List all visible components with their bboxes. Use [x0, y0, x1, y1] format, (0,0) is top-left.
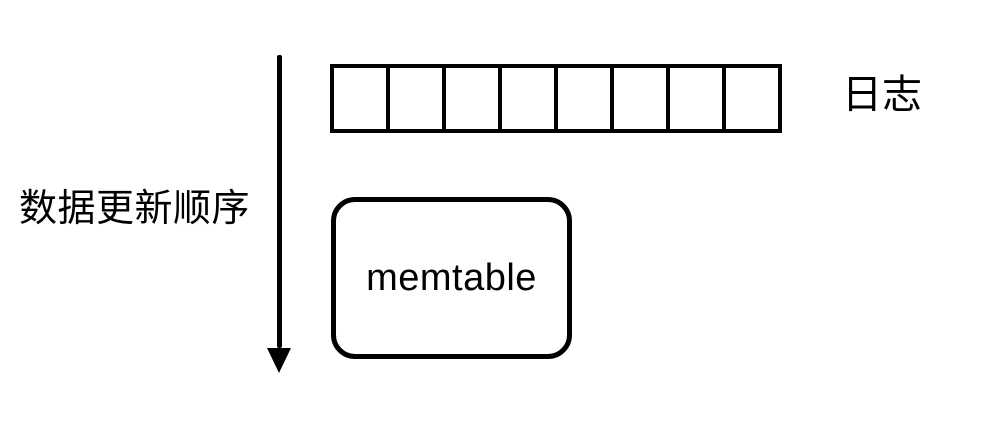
log-label: 日志: [842, 73, 922, 117]
log-cell: [666, 64, 726, 133]
log-row: [330, 64, 782, 133]
down-arrow-icon: [267, 348, 291, 373]
log-cell: [498, 64, 558, 133]
log-cell: [722, 64, 782, 133]
down-arrow-line: [277, 55, 282, 348]
memtable-label: memtable: [366, 256, 537, 299]
log-cell: [610, 64, 670, 133]
log-cell: [330, 64, 390, 133]
memtable-box: memtable: [331, 197, 572, 359]
log-cell: [554, 64, 614, 133]
log-cell: [442, 64, 502, 133]
log-cell: [386, 64, 446, 133]
data-update-order-label: 数据更新顺序: [19, 188, 251, 230]
